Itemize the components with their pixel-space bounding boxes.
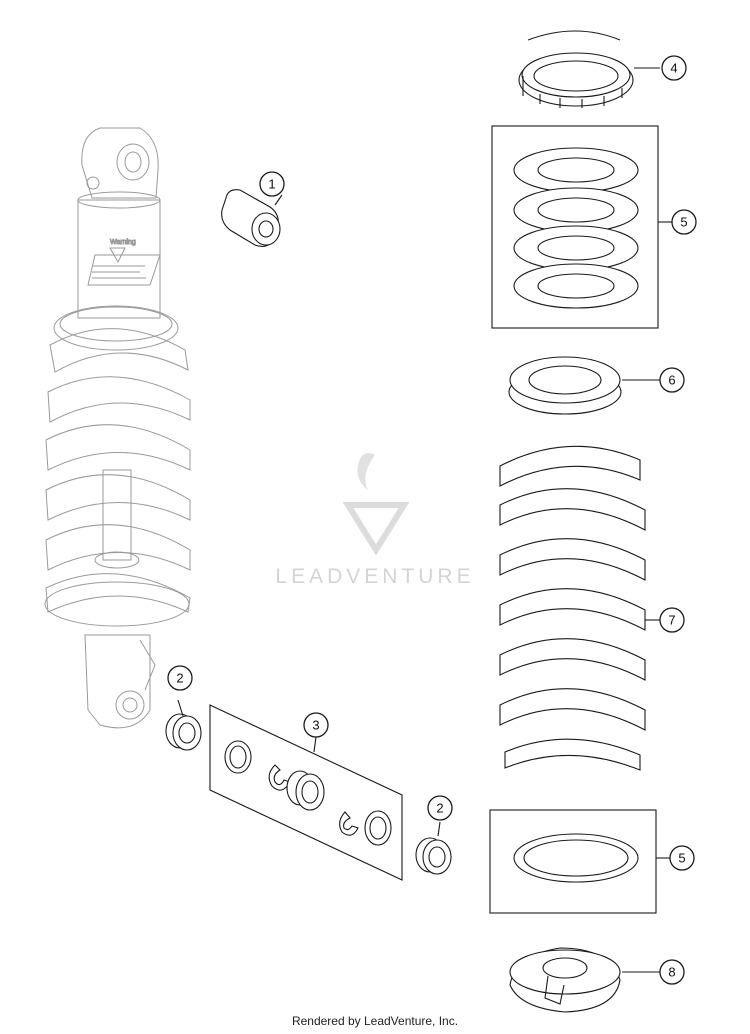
callout-4[interactable]: 4 bbox=[661, 55, 687, 81]
spring-seat-part-6[interactable] bbox=[508, 356, 660, 415]
svg-text:5: 5 bbox=[680, 215, 687, 230]
coil-spring-part-7[interactable] bbox=[499, 445, 660, 771]
svg-text:3: 3 bbox=[312, 718, 319, 733]
svg-text:6: 6 bbox=[668, 373, 675, 388]
preload-ring-part-4[interactable] bbox=[518, 30, 660, 108]
shim-washer-part-5-lower[interactable] bbox=[489, 809, 670, 914]
svg-text:5: 5 bbox=[678, 851, 685, 866]
svg-text:2: 2 bbox=[176, 671, 183, 686]
callout-6[interactable]: 6 bbox=[659, 367, 685, 393]
callout-2-left[interactable]: 2 bbox=[167, 665, 193, 691]
callout-7[interactable]: 7 bbox=[659, 607, 685, 633]
bushing-part-1[interactable] bbox=[221, 189, 283, 247]
watermark-text: LEADVENTURE bbox=[275, 565, 474, 588]
callout-8[interactable]: 8 bbox=[659, 959, 685, 985]
callout-5-lower[interactable]: 5 bbox=[669, 845, 695, 871]
svg-text:8: 8 bbox=[668, 965, 675, 980]
svg-text:1: 1 bbox=[268, 177, 275, 192]
svg-text:2: 2 bbox=[436, 801, 443, 816]
callout-2-right[interactable]: 2 bbox=[427, 795, 453, 821]
callout-3[interactable]: 3 bbox=[303, 712, 329, 738]
shock-absorber-assembly: Warning bbox=[44, 127, 191, 729]
seal-part-2-left[interactable] bbox=[165, 699, 202, 751]
render-credit: Rendered by LeadVenture, Inc. bbox=[291, 1014, 459, 1028]
shim-washers-part-5-upper[interactable] bbox=[491, 125, 672, 329]
bearing-kit-part-3[interactable] bbox=[209, 704, 403, 881]
svg-text:7: 7 bbox=[668, 613, 675, 628]
spring-retainer-part-8[interactable] bbox=[509, 947, 660, 1013]
leadventure-watermark: LEADVENTURE bbox=[275, 452, 474, 588]
warning-label: Warning bbox=[110, 239, 136, 246]
callout-5-upper[interactable]: 5 bbox=[671, 209, 697, 235]
svg-text:4: 4 bbox=[670, 61, 677, 76]
callout-1[interactable]: 1 bbox=[259, 171, 285, 197]
seal-part-2-right[interactable] bbox=[415, 821, 452, 875]
